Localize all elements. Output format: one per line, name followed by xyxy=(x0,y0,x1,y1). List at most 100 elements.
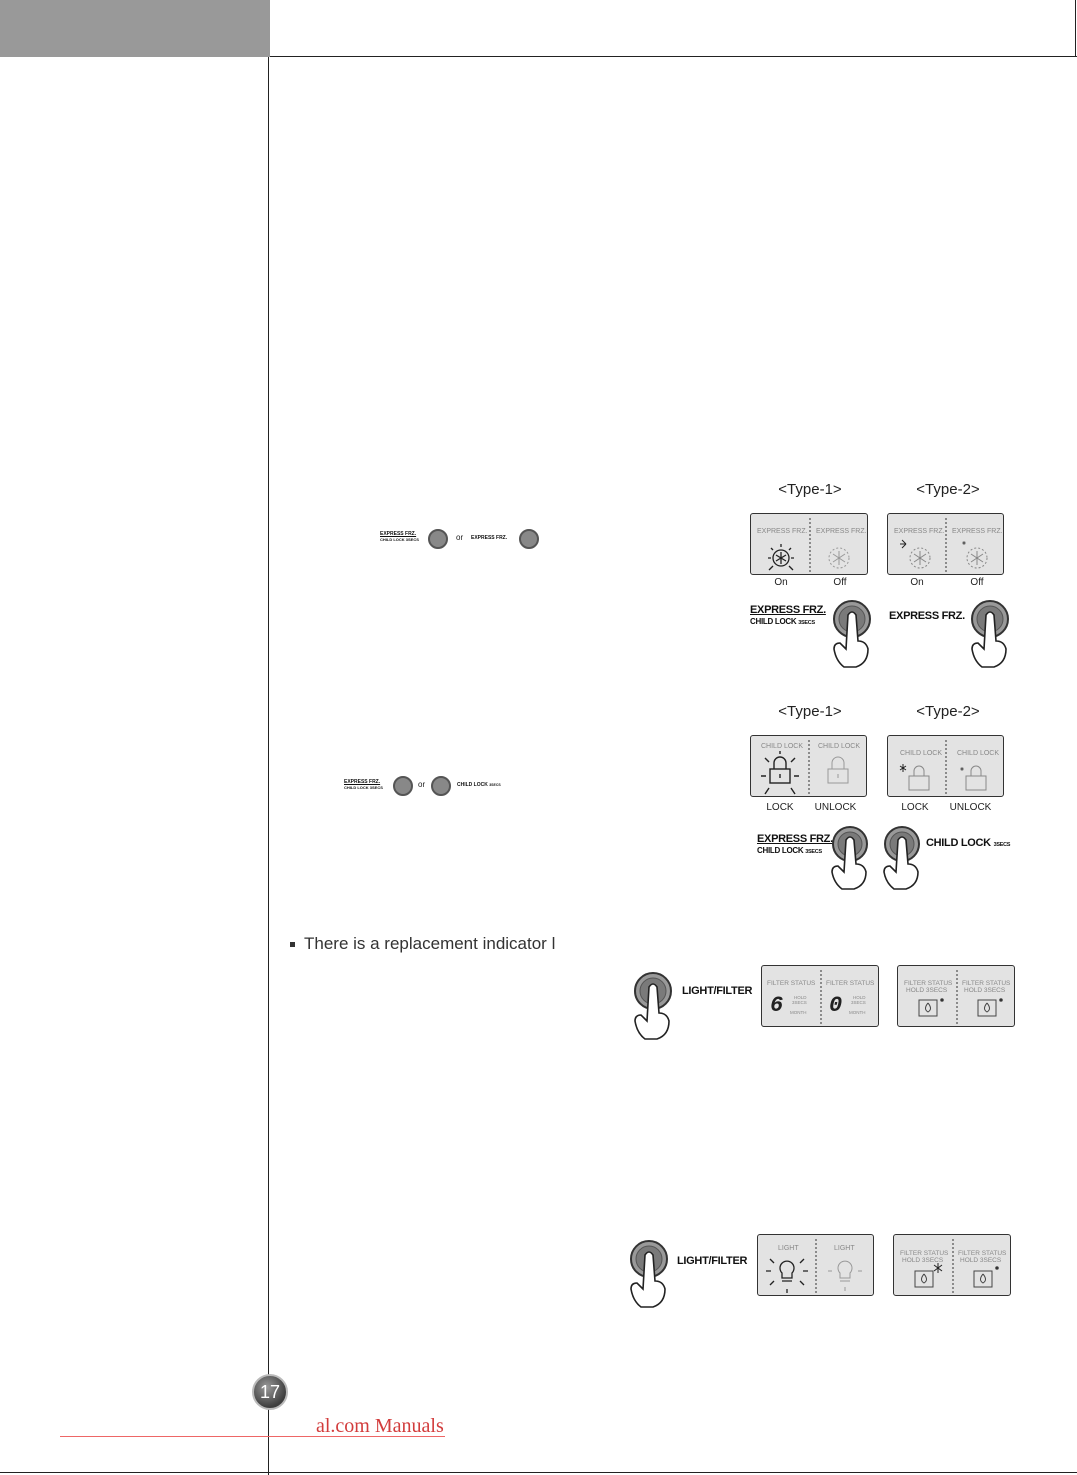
header-edge xyxy=(1075,0,1076,57)
light-filter-right-bottom: HOLD 3SECS xyxy=(960,1257,1002,1264)
filter-reset-left-bottom: HOLD 3SECS xyxy=(906,987,948,994)
filter-left-label: FILTER STATUS xyxy=(767,980,816,987)
childlock-type2-graphic: CHILD LOCK CHILD LOCK xyxy=(899,740,999,794)
express-inline-or: or xyxy=(456,533,464,542)
pressing-finger-icon[interactable] xyxy=(625,1235,685,1315)
childlock-type2-label: <Type-2> xyxy=(916,703,980,720)
filter-reset-panel: FILTER STATUS HOLD 3SECS FILTER STATUS H… xyxy=(897,965,1015,1027)
light-filter-left-bottom: HOLD 3SECS xyxy=(902,1257,944,1264)
filter-reset-right-top: FILTER STATUS xyxy=(962,980,1011,987)
lock-icon xyxy=(761,751,799,795)
filter-bullet-text: There is a replacement indicator l xyxy=(304,934,556,953)
express-inline-button-alt[interactable] xyxy=(519,529,539,549)
filter-drop-icon xyxy=(977,998,1003,1017)
light-filter-panel: FILTER STATUS HOLD 3SECS FILTER STATUS H… xyxy=(893,1234,1011,1296)
light-button-label: LIGHT/FILTER xyxy=(677,1255,748,1267)
express-type1-label: <Type-1> xyxy=(778,481,842,498)
childlock-btn2-main: CHILD LOCK xyxy=(926,837,991,849)
snowflake-off-icon xyxy=(962,541,988,569)
snowflake-off-icon xyxy=(828,547,850,569)
childlock-inline-button[interactable] xyxy=(393,776,413,796)
snowflake-icon xyxy=(900,539,931,569)
express-inline-alt: EXPRESS FRZ. xyxy=(471,535,508,541)
express-type2-label: <Type-2> xyxy=(916,481,980,498)
express-inline-label: EXPRESS FRZ. CHILD LOCK 3SECS xyxy=(380,532,419,543)
light-filter-left-top: FILTER STATUS xyxy=(900,1250,949,1257)
express-inline-sub: CHILD LOCK 3SECS xyxy=(380,537,419,542)
filter-month-digit-right: 0 xyxy=(829,993,842,1018)
childlock-btn1-sub: CHILD LOCK xyxy=(757,846,804,855)
childlock-t1-lock-caption: LOCK xyxy=(766,802,794,813)
childlock-inline-sub: CHILD LOCK 3SECS xyxy=(344,785,383,790)
childlock-type1-panel: CHILD LOCK CHILD LOCK xyxy=(750,735,867,797)
childlock-type1-graphic: CHILD LOCK CHILD LOCK xyxy=(761,740,860,795)
light-graphic: LIGHT LIGHT xyxy=(766,1239,862,1293)
pressing-finger-icon[interactable] xyxy=(818,822,878,892)
footer-link[interactable]: al.com Manuals xyxy=(316,1415,444,1437)
filter-drop-icon xyxy=(914,1263,943,1288)
filter-right-hold: HOLD xyxy=(853,995,866,1000)
childlock-t2-unlock-caption: UNLOCK xyxy=(949,802,992,813)
filter-reset-right-bottom: HOLD 3SECS xyxy=(964,987,1006,994)
express-t1-on-label: EXPRESS FRZ. xyxy=(757,528,808,535)
filter-status-graphic: FILTER STATUS FILTER STATUS 6 0 HOLD 3SE… xyxy=(767,970,875,1024)
filter-right-month: MONTH xyxy=(849,1010,866,1015)
header-rule xyxy=(270,56,1077,57)
express-type1-panel: EXPRESS FRZ. EXPRESS FRZ. xyxy=(750,513,868,575)
light-filter-graphic: FILTER STATUS HOLD 3SECS FILTER STATUS H… xyxy=(900,1239,1007,1293)
filter-left-month: MONTH xyxy=(790,1010,807,1015)
childlock-inline-alt-text: CHILD LOCK xyxy=(457,782,488,788)
pressing-finger-icon[interactable] xyxy=(625,965,685,1045)
childlock-t1-lock-label: CHILD LOCK xyxy=(761,743,803,750)
light-on-label: LIGHT xyxy=(778,1245,799,1252)
express-t2-on-label: EXPRESS FRZ. xyxy=(894,528,945,535)
pressing-finger-icon[interactable] xyxy=(820,595,880,670)
childlock-type1-label: <Type-1> xyxy=(778,703,842,720)
light-bulb-off-icon xyxy=(828,1260,862,1291)
childlock-inline-main: EXPRESS FRZ. xyxy=(344,779,381,785)
unlock-icon xyxy=(960,765,987,791)
childlock-t2-lock-label: CHILD LOCK xyxy=(900,750,942,757)
express-inline-button[interactable] xyxy=(428,529,448,549)
express-t2-off-label: EXPRESS FRZ. xyxy=(952,528,1003,535)
footer-underline xyxy=(60,1436,445,1437)
filter-drop-icon xyxy=(973,1266,999,1288)
express-t1-off-label: EXPRESS FRZ. xyxy=(816,528,867,535)
filter-bullet-item: There is a replacement indicator l xyxy=(290,934,555,954)
margin-rule xyxy=(268,57,269,1475)
childlock-type2-panel: CHILD LOCK CHILD LOCK xyxy=(887,735,1004,797)
filter-right-label: FILTER STATUS xyxy=(826,980,875,987)
express-t2-off-caption: Off xyxy=(970,577,984,588)
childlock-inline-alt: CHILD LOCK 3SECS xyxy=(457,783,501,788)
pressing-finger-icon[interactable] xyxy=(960,595,1020,670)
express-type2-graphic: EXPRESS FRZ. EXPRESS FRZ. xyxy=(894,518,1003,572)
lock-icon xyxy=(899,764,930,791)
express-btn1-sub: CHILD LOCK xyxy=(750,617,797,626)
light-bulb-icon xyxy=(766,1258,808,1293)
childlock-t1-unlock-caption: UNLOCK xyxy=(814,802,857,813)
filter-reset-left-top: FILTER STATUS xyxy=(904,980,953,987)
filter-button-label: LIGHT/FILTER xyxy=(682,985,753,997)
filter-month-digit-left: 6 xyxy=(770,993,783,1018)
express-type1-graphic: EXPRESS FRZ. EXPRESS FRZ. xyxy=(757,518,867,572)
childlock-inline-or: or xyxy=(418,780,426,789)
filter-left-hold: HOLD xyxy=(794,995,807,1000)
childlock-btn1-label: EXPRESS FRZ. CHILD LOCK 3SECS xyxy=(757,834,833,858)
filter-status-panel: FILTER STATUS FILTER STATUS 6 0 HOLD 3SE… xyxy=(761,965,879,1027)
express-t1-on-caption: On xyxy=(774,577,788,588)
express-t1-off-caption: Off xyxy=(833,577,847,588)
page-number-badge: 17 xyxy=(252,1374,288,1410)
childlock-btn1-tiny: 3SECS xyxy=(805,849,822,855)
express-btn1-main: EXPRESS FRZ. xyxy=(750,604,826,616)
childlock-btn2-label: CHILD LOCK 3SECS xyxy=(926,838,1010,851)
filter-drop-icon xyxy=(918,998,944,1017)
childlock-btn1-main: EXPRESS FRZ. xyxy=(757,833,833,845)
childlock-btn2-tiny: 3SECS xyxy=(993,842,1011,848)
express-btn1-tiny: 3SECS xyxy=(798,620,815,626)
filter-left-secs: 3SECS xyxy=(792,1000,807,1005)
filter-right-secs: 3SECS xyxy=(851,1000,866,1005)
childlock-t2-unlock-label: CHILD LOCK xyxy=(957,750,999,757)
pressing-finger-icon[interactable] xyxy=(870,822,930,892)
childlock-inline-button-alt[interactable] xyxy=(431,776,451,796)
express-btn1-label: EXPRESS FRZ. CHILD LOCK 3SECS xyxy=(750,605,826,629)
